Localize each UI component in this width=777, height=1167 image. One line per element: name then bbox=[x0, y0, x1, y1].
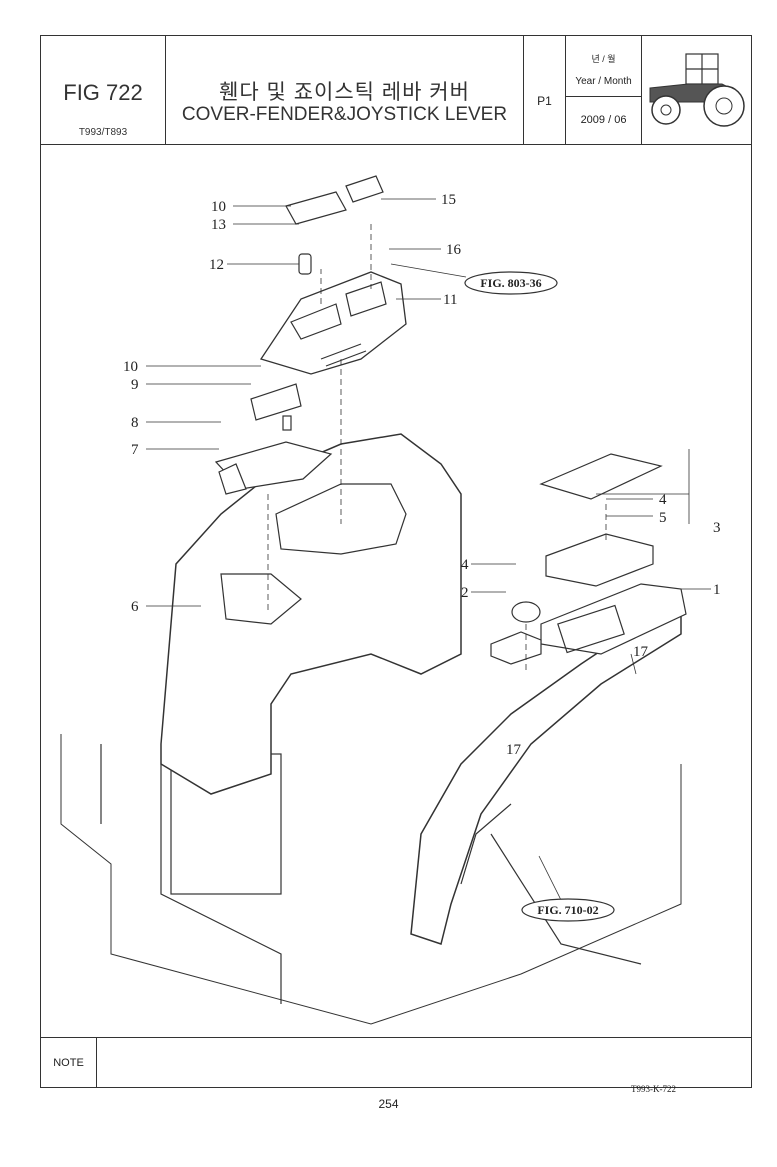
callout-4-right: 4 bbox=[659, 492, 667, 508]
note-row: NOTE bbox=[41, 1037, 751, 1088]
callout-9: 9 bbox=[131, 377, 139, 393]
tractor-icon bbox=[649, 53, 745, 127]
date-label-row: 년 / 월 Year / Month bbox=[566, 36, 641, 97]
callout-7: 7 bbox=[131, 442, 139, 458]
title-cell: 휀다 및 죠이스틱 레바 커버 COVER-FENDER&JOYSTICK LE… bbox=[166, 36, 524, 144]
callout-15: 15 bbox=[441, 192, 456, 208]
callout-11: 11 bbox=[443, 292, 457, 308]
title-english: COVER-FENDER&JOYSTICK LEVER bbox=[181, 104, 508, 125]
year-month-korean: 년 / 월 bbox=[591, 54, 616, 64]
callout-8: 8 bbox=[131, 415, 139, 431]
figref-710-02[interactable]: FIG. 710-02 bbox=[521, 898, 615, 922]
callout-6: 6 bbox=[131, 599, 139, 615]
page-number: 254 bbox=[378, 1097, 399, 1111]
note-label: NOTE bbox=[41, 1038, 97, 1088]
callout-17-right: 17 bbox=[633, 644, 649, 660]
thumbnail-cell bbox=[642, 36, 752, 144]
callout-16: 16 bbox=[446, 242, 462, 258]
fig-number: FIG 722 bbox=[63, 80, 143, 105]
title-korean: 휀다 및 죠이스틱 레바 커버 bbox=[219, 81, 470, 104]
model-number: T993/T893 bbox=[78, 127, 128, 138]
callout-12: 12 bbox=[209, 257, 224, 273]
exploded-parts-drawing: 10 13 15 16 12 11 10 9 8 7 4 5 3 6 4 2 1… bbox=[41, 144, 751, 1094]
parts-illustration: 10 13 15 16 12 11 10 9 8 7 4 5 3 6 4 2 1… bbox=[60, 175, 721, 1025]
callout-2: 2 bbox=[461, 585, 469, 601]
callout-1: 1 bbox=[713, 582, 721, 598]
figref-803-36-label: FIG. 803-36 bbox=[480, 276, 541, 290]
callout-4-left: 4 bbox=[461, 557, 469, 573]
callout-17-left: 17 bbox=[506, 742, 522, 758]
page-code: P1 bbox=[537, 94, 552, 108]
callout-13: 13 bbox=[211, 217, 226, 233]
figref-710-02-label: FIG. 710-02 bbox=[537, 903, 598, 917]
fig-cell: FIG 722 T993/T893 bbox=[41, 36, 166, 144]
drawing-code: T993-K-722 bbox=[631, 1084, 676, 1094]
figref-803-36[interactable]: FIG. 803-36 bbox=[464, 271, 558, 295]
date-value: 2009 / 06 bbox=[580, 114, 627, 126]
page-code-cell: P1 bbox=[524, 36, 566, 144]
date-cell: 년 / 월 Year / Month 2009 / 06 bbox=[566, 36, 642, 144]
title-block: FIG 722 T993/T893 휀다 및 죠이스틱 레바 커버 COVER-… bbox=[41, 36, 751, 145]
callout-10-mid: 10 bbox=[123, 359, 138, 375]
callout-3: 3 bbox=[713, 520, 721, 536]
parts-sheet: FIG 722 T993/T893 휀다 및 죠이스틱 레바 커버 COVER-… bbox=[40, 35, 752, 1094]
year-month-english: Year / Month bbox=[575, 76, 632, 87]
callout-5: 5 bbox=[659, 510, 667, 526]
callout-10-top: 10 bbox=[211, 199, 226, 215]
